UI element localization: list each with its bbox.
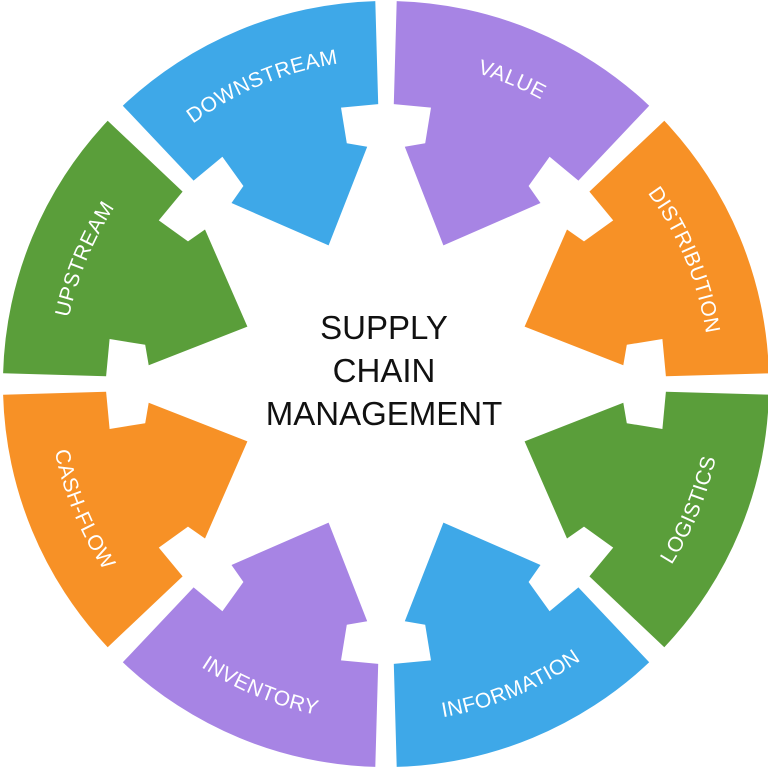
segment-inventory [122, 522, 379, 767]
segment-logistics [524, 391, 768, 648]
segment-upstream [3, 120, 248, 377]
center-title-line-3: MANAGEMENT [265, 395, 503, 432]
segment-value [393, 1, 650, 246]
segment-distribution [524, 120, 768, 377]
center-title-line-1: SUPPLY [320, 309, 448, 346]
center-title-line-2: CHAIN [332, 352, 436, 389]
segments-group [3, 1, 768, 767]
segment-information [393, 522, 650, 767]
segment-downstream [122, 1, 379, 246]
segment-cash-flow [3, 391, 248, 648]
center-title: SUPPLY CHAIN MANAGEMENT [184, 306, 584, 435]
